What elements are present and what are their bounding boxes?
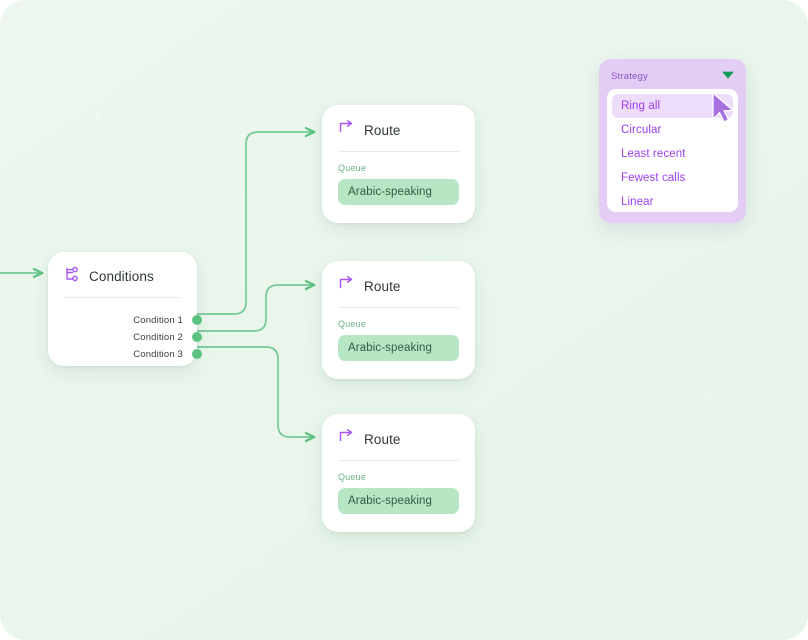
strategy-option-fewest-calls[interactable]: Fewest calls: [621, 172, 686, 184]
condition-label: Condition 3: [133, 348, 183, 360]
branch-split-icon: [64, 266, 80, 287]
conditions-node-header: Conditions: [48, 252, 197, 297]
strategy-label: Strategy: [611, 70, 648, 82]
queue-value-pill[interactable]: Arabic-speaking: [338, 179, 459, 205]
condition-row-3[interactable]: Condition 3: [48, 346, 202, 362]
queue-field-label: Queue: [338, 472, 367, 482]
strategy-dropdown-header[interactable]: Strategy: [599, 59, 746, 91]
condition-output-port[interactable]: [192, 332, 202, 342]
wire-condition3-to-route3: [196, 346, 314, 437]
queue-field-label: Queue: [338, 319, 367, 329]
route-node-title: Route: [364, 122, 401, 138]
conditions-list: Condition 1 Condition 2 Condition 3: [48, 298, 202, 362]
route-node-header: Route: [322, 261, 475, 307]
condition-label: Condition 2: [133, 331, 183, 343]
route-node[interactable]: Route Queue Arabic-speaking: [322, 261, 475, 379]
strategy-option-least-recent[interactable]: Least recent: [621, 148, 686, 160]
condition-output-port[interactable]: [192, 349, 202, 359]
route-arrow-icon: [338, 275, 355, 297]
strategy-option-list[interactable]: Ring all Circular Least recent Fewest ca…: [607, 89, 738, 212]
queue-value-pill[interactable]: Arabic-speaking: [338, 335, 459, 361]
route-node-divider: [338, 460, 459, 461]
queue-field-label: Queue: [338, 163, 367, 173]
route-node-divider: [338, 151, 459, 152]
route-node-title: Route: [364, 431, 401, 447]
chevron-down-icon[interactable]: [721, 67, 735, 85]
route-node-header: Route: [322, 414, 475, 460]
route-node-header: Route: [322, 105, 475, 151]
route-node[interactable]: Route Queue Arabic-speaking: [322, 414, 475, 532]
route-node[interactable]: Route Queue Arabic-speaking: [322, 105, 475, 223]
queue-value-pill[interactable]: Arabic-speaking: [338, 488, 459, 514]
conditions-node-divider: [64, 297, 181, 298]
strategy-option-circular[interactable]: Circular: [621, 124, 662, 136]
route-node-body: Queue Arabic-speaking: [322, 308, 475, 361]
wire-condition1-to-route1: [196, 132, 314, 315]
route-node-title: Route: [364, 278, 401, 294]
conditions-node-title: Conditions: [89, 269, 154, 284]
strategy-option-linear[interactable]: Linear: [621, 196, 654, 208]
route-arrow-icon: [338, 119, 355, 141]
strategy-option-ring-all[interactable]: Ring all: [612, 94, 733, 118]
condition-row-1[interactable]: Condition 1: [48, 312, 202, 328]
route-node-divider: [338, 307, 459, 308]
strategy-dropdown[interactable]: Strategy Ring all Circular Least recent …: [599, 59, 746, 223]
route-node-body: Queue Arabic-speaking: [322, 152, 475, 205]
condition-output-port[interactable]: [192, 315, 202, 325]
wire-condition2-to-route2: [196, 285, 314, 332]
condition-row-2[interactable]: Condition 2: [48, 329, 202, 345]
route-node-body: Queue Arabic-speaking: [322, 461, 475, 514]
route-arrow-icon: [338, 428, 355, 450]
condition-label: Condition 1: [133, 314, 183, 326]
conditions-node[interactable]: Conditions Condition 1 Condition 2 Condi…: [48, 252, 202, 366]
